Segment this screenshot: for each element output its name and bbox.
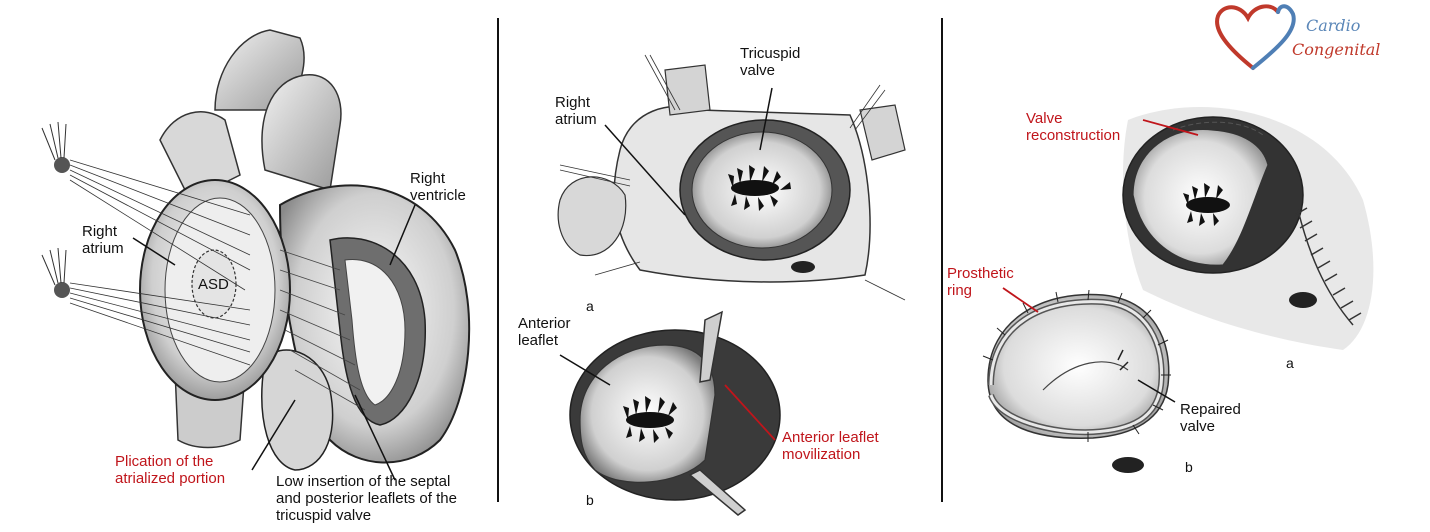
leader-red-panel3: [1002, 119, 1199, 313]
label-asd: ASD: [198, 276, 229, 293]
leader-lines: [132, 204, 416, 481]
label-fig-a-3: a: [1286, 355, 1294, 371]
heart-logo-icon: [1215, 4, 1296, 70]
label-fig-b: b: [586, 492, 594, 508]
label-fig-b-3: b: [1185, 459, 1193, 475]
valve-illustration: [557, 54, 906, 516]
heart-illustration: [41, 29, 471, 481]
logo-text-line2: Congenital: [1292, 40, 1381, 59]
panel-divider-right: [941, 18, 943, 502]
leader-black-panel3: [1137, 379, 1176, 403]
panel-divider-left: [497, 18, 499, 502]
leader-red-panel2: [724, 384, 776, 441]
logo-text-line1: Cardio: [1306, 16, 1361, 35]
label-fig-a: a: [586, 298, 594, 314]
repair-illustration: [982, 106, 1374, 473]
leader-lines-panel2: [559, 87, 773, 386]
